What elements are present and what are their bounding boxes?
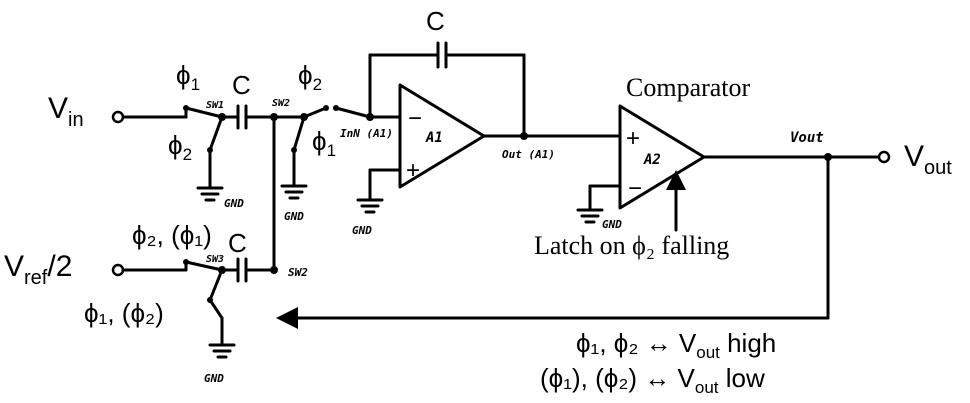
a1-label: A1 — [425, 130, 443, 146]
cin-label: C — [232, 70, 251, 100]
out-a1-label: Out (A1) — [502, 148, 555, 161]
sw1-gnd-blade — [208, 115, 224, 152]
cfb-label: C — [426, 6, 445, 36]
sw3-gnd-blade — [208, 268, 224, 302]
logic-low-note: (ϕ₁), (ϕ₂) ↔ Vout low — [540, 363, 765, 397]
cref-label: C — [228, 228, 247, 258]
sw3-label: SW3 — [206, 254, 224, 265]
opamp-a1 — [398, 83, 486, 189]
sw3-bot-phase: ϕ₁, (ϕ₂) — [84, 298, 164, 328]
comparator-a2 — [618, 104, 706, 210]
a1-out-node — [520, 132, 528, 140]
sw2-contact-b — [333, 105, 339, 111]
sw1-top-phase: ϕ1 — [176, 60, 200, 94]
a2-label: A2 — [643, 152, 661, 168]
latch-note: Latch on ϕ₂ falling — [534, 231, 729, 260]
sw2-bot-phase: ϕ1 — [312, 126, 336, 160]
gnd-label-1: GND — [224, 197, 244, 210]
sw3-top-phase: ϕ₂, (ϕ₁) — [132, 220, 212, 250]
sw3-gnd-link — [208, 298, 224, 320]
sw2-wire-a — [302, 106, 328, 119]
a2-minus: − — [628, 175, 642, 202]
sw3-blade — [184, 260, 224, 272]
vin-label: Vin — [48, 92, 84, 131]
vref-label: Vref/2 — [4, 250, 72, 289]
sw1-label: SW1 — [206, 100, 224, 111]
gnd-label-4: GND — [602, 218, 622, 231]
sw2-ref-label: SW2 — [288, 266, 308, 279]
a1-minus: − — [408, 105, 422, 132]
sw2-blade — [334, 106, 372, 119]
a2-plus: + — [626, 125, 640, 152]
sw1-bot-phase: ϕ2 — [168, 130, 192, 164]
vout-terminal — [877, 150, 891, 164]
comparator-title: Comparator — [626, 73, 751, 102]
vout-label: Vout — [904, 140, 952, 179]
logic-high-note: ϕ₁, ϕ₂ ↔ Vout high — [576, 328, 776, 362]
sw1-blade — [184, 106, 224, 119]
inn-a1-label: InN (A1) — [340, 127, 393, 140]
sw2-top-label: SW2 — [272, 98, 290, 109]
gnd-label-5: GND — [204, 372, 224, 385]
sw2-top-phase: ϕ2 — [298, 60, 322, 94]
a1-plus: + — [406, 157, 420, 184]
gnd-label-2: GND — [284, 210, 304, 223]
vout-hand-label: Vout — [790, 130, 824, 146]
latch-arrow-head — [666, 170, 686, 190]
gnd-label-3: GND — [352, 224, 372, 237]
fb-logic-arrowhead — [276, 307, 298, 329]
sw2-gnd-blade — [292, 115, 306, 152]
sum-node-bottom — [270, 266, 278, 274]
